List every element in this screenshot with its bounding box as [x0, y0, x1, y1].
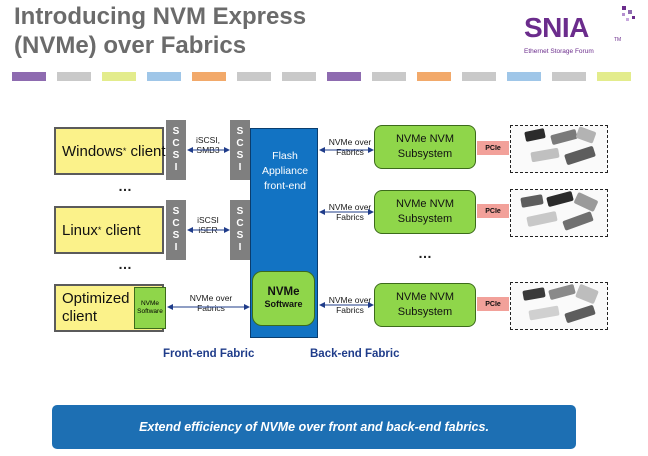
- back-proto-3-line2: Fabrics: [336, 305, 364, 315]
- nvm-subsystem-2: NVMe NVM Subsystem: [374, 190, 476, 234]
- scsi-letter: C: [236, 218, 244, 229]
- linux-client-name: Linux: [62, 221, 98, 239]
- scsi-letter: I: [174, 242, 178, 253]
- scsi-letter: S: [172, 206, 180, 217]
- stripe-segment: [327, 72, 361, 81]
- linux-client-suffix: client: [101, 221, 141, 239]
- summary-banner: Extend efficiency of NVMe over front and…: [52, 405, 576, 449]
- back-proto-2: NVMe over Fabrics: [322, 202, 378, 222]
- subsystem-2-line2: Subsystem: [397, 213, 453, 225]
- ellipsis-3: …: [418, 245, 433, 261]
- stripe-segment: [597, 72, 631, 81]
- linux-client: Linux* client: [54, 206, 164, 254]
- windows-client: Windows* client: [54, 127, 166, 175]
- subsystem-1-line1: NVMe NVM: [395, 133, 455, 145]
- scsi-letter: S: [236, 126, 244, 137]
- front-end-fabric-label: Front-end Fabric: [163, 348, 255, 360]
- stripe-segment: [372, 72, 406, 81]
- optimized-client-line1: Optimized: [62, 290, 130, 307]
- scsi-letter: I: [174, 162, 178, 173]
- logo-trademark: TM: [614, 37, 622, 43]
- client-nvme-software: NVMe Software: [134, 287, 166, 329]
- stripe-segment: [57, 72, 91, 81]
- logo-subtitle: Ethernet Storage Forum: [524, 48, 594, 55]
- flash-line2: Appliance: [261, 165, 309, 177]
- stripe-segment: [102, 72, 136, 81]
- optimized-client-line2: client: [62, 308, 98, 325]
- back-proto-3-line1: NVMe over: [328, 295, 372, 305]
- scsi-letter: I: [238, 242, 242, 253]
- flash-label: Flash Appliance front-end: [251, 149, 319, 194]
- back-proto-1-line1: NVMe over: [328, 137, 372, 147]
- pcie-tag-3: PCIe: [477, 297, 509, 311]
- windows-client-sup: *: [122, 146, 127, 156]
- scsi-letter: S: [236, 206, 244, 217]
- scsi-letter: S: [236, 150, 244, 161]
- scsi-letter: C: [172, 218, 180, 229]
- nvme-software-line2: Software: [264, 299, 303, 309]
- scsi-letter: S: [236, 230, 244, 241]
- ellipsis-2: …: [118, 256, 133, 272]
- scsi-letter: I: [238, 162, 242, 173]
- stripe-segment: [417, 72, 451, 81]
- title-line-1: Introducing NVM Express: [14, 3, 307, 30]
- proto-linux-line1: iSCSI: [197, 215, 219, 225]
- proto-windows-line1: iSCSI,: [195, 135, 221, 145]
- windows-client-suffix: client: [126, 142, 166, 160]
- scsi-letter: S: [172, 126, 180, 137]
- scsi-letter: C: [172, 138, 180, 149]
- stripe-segment: [282, 72, 316, 81]
- stripe-segment: [552, 72, 586, 81]
- linux-client-sup: *: [97, 225, 102, 235]
- logo-dots-icon: [622, 6, 635, 21]
- back-proto-2-line1: NVMe over: [328, 202, 372, 212]
- nvm-subsystem-3: NVMe NVM Subsystem: [374, 283, 476, 327]
- back-end-fabric-label: Back-end Fabric: [310, 348, 400, 360]
- subsystem-3-line2: Subsystem: [397, 306, 453, 318]
- back-proto-3: NVMe over Fabrics: [322, 295, 378, 315]
- proto-optimized-line1: NVMe over: [189, 293, 233, 303]
- stripe-segment: [192, 72, 226, 81]
- flash-line1: Flash: [272, 150, 298, 162]
- ssd-drives-image-3: [510, 282, 608, 330]
- subsystem-1-line2: Subsystem: [397, 148, 453, 160]
- title-line-2: (NVMe) over Fabrics: [14, 32, 247, 59]
- slide-title: Introducing NVM Express (NVMe) over Fabr…: [14, 2, 454, 60]
- stripe-segment: [237, 72, 271, 81]
- subsystem-2-line1: NVMe NVM: [395, 198, 455, 210]
- nvme-software-line1: NVMe: [267, 286, 300, 298]
- scsi-letter: S: [172, 230, 180, 241]
- stripe-segment: [462, 72, 496, 81]
- pcie-tag-2: PCIe: [477, 204, 509, 218]
- scsi-letter: C: [236, 138, 244, 149]
- ssd-drives-image-2: [510, 189, 608, 237]
- subsystem-3-line1: NVMe NVM: [395, 291, 455, 303]
- stripe-segment: [507, 72, 541, 81]
- scsi-letter: S: [172, 150, 180, 161]
- windows-client-name: Windows: [62, 142, 123, 160]
- logo-name: SNIA: [524, 12, 589, 43]
- flash-line3: front-end: [263, 180, 307, 192]
- back-proto-2-line2: Fabrics: [336, 212, 364, 222]
- pcie-tag-1: PCIe: [477, 141, 509, 155]
- snia-logo: SNIA TM Ethernet Storage Forum: [518, 4, 644, 62]
- nvm-subsystem-1: NVMe NVM Subsystem: [374, 125, 476, 169]
- ellipsis-1: …: [118, 178, 133, 194]
- nvme-software-block: NVMe Software: [252, 271, 315, 326]
- stripe-segment: [147, 72, 181, 81]
- stripe-segment: [12, 72, 46, 81]
- ssd-drives-image-1: [510, 125, 608, 173]
